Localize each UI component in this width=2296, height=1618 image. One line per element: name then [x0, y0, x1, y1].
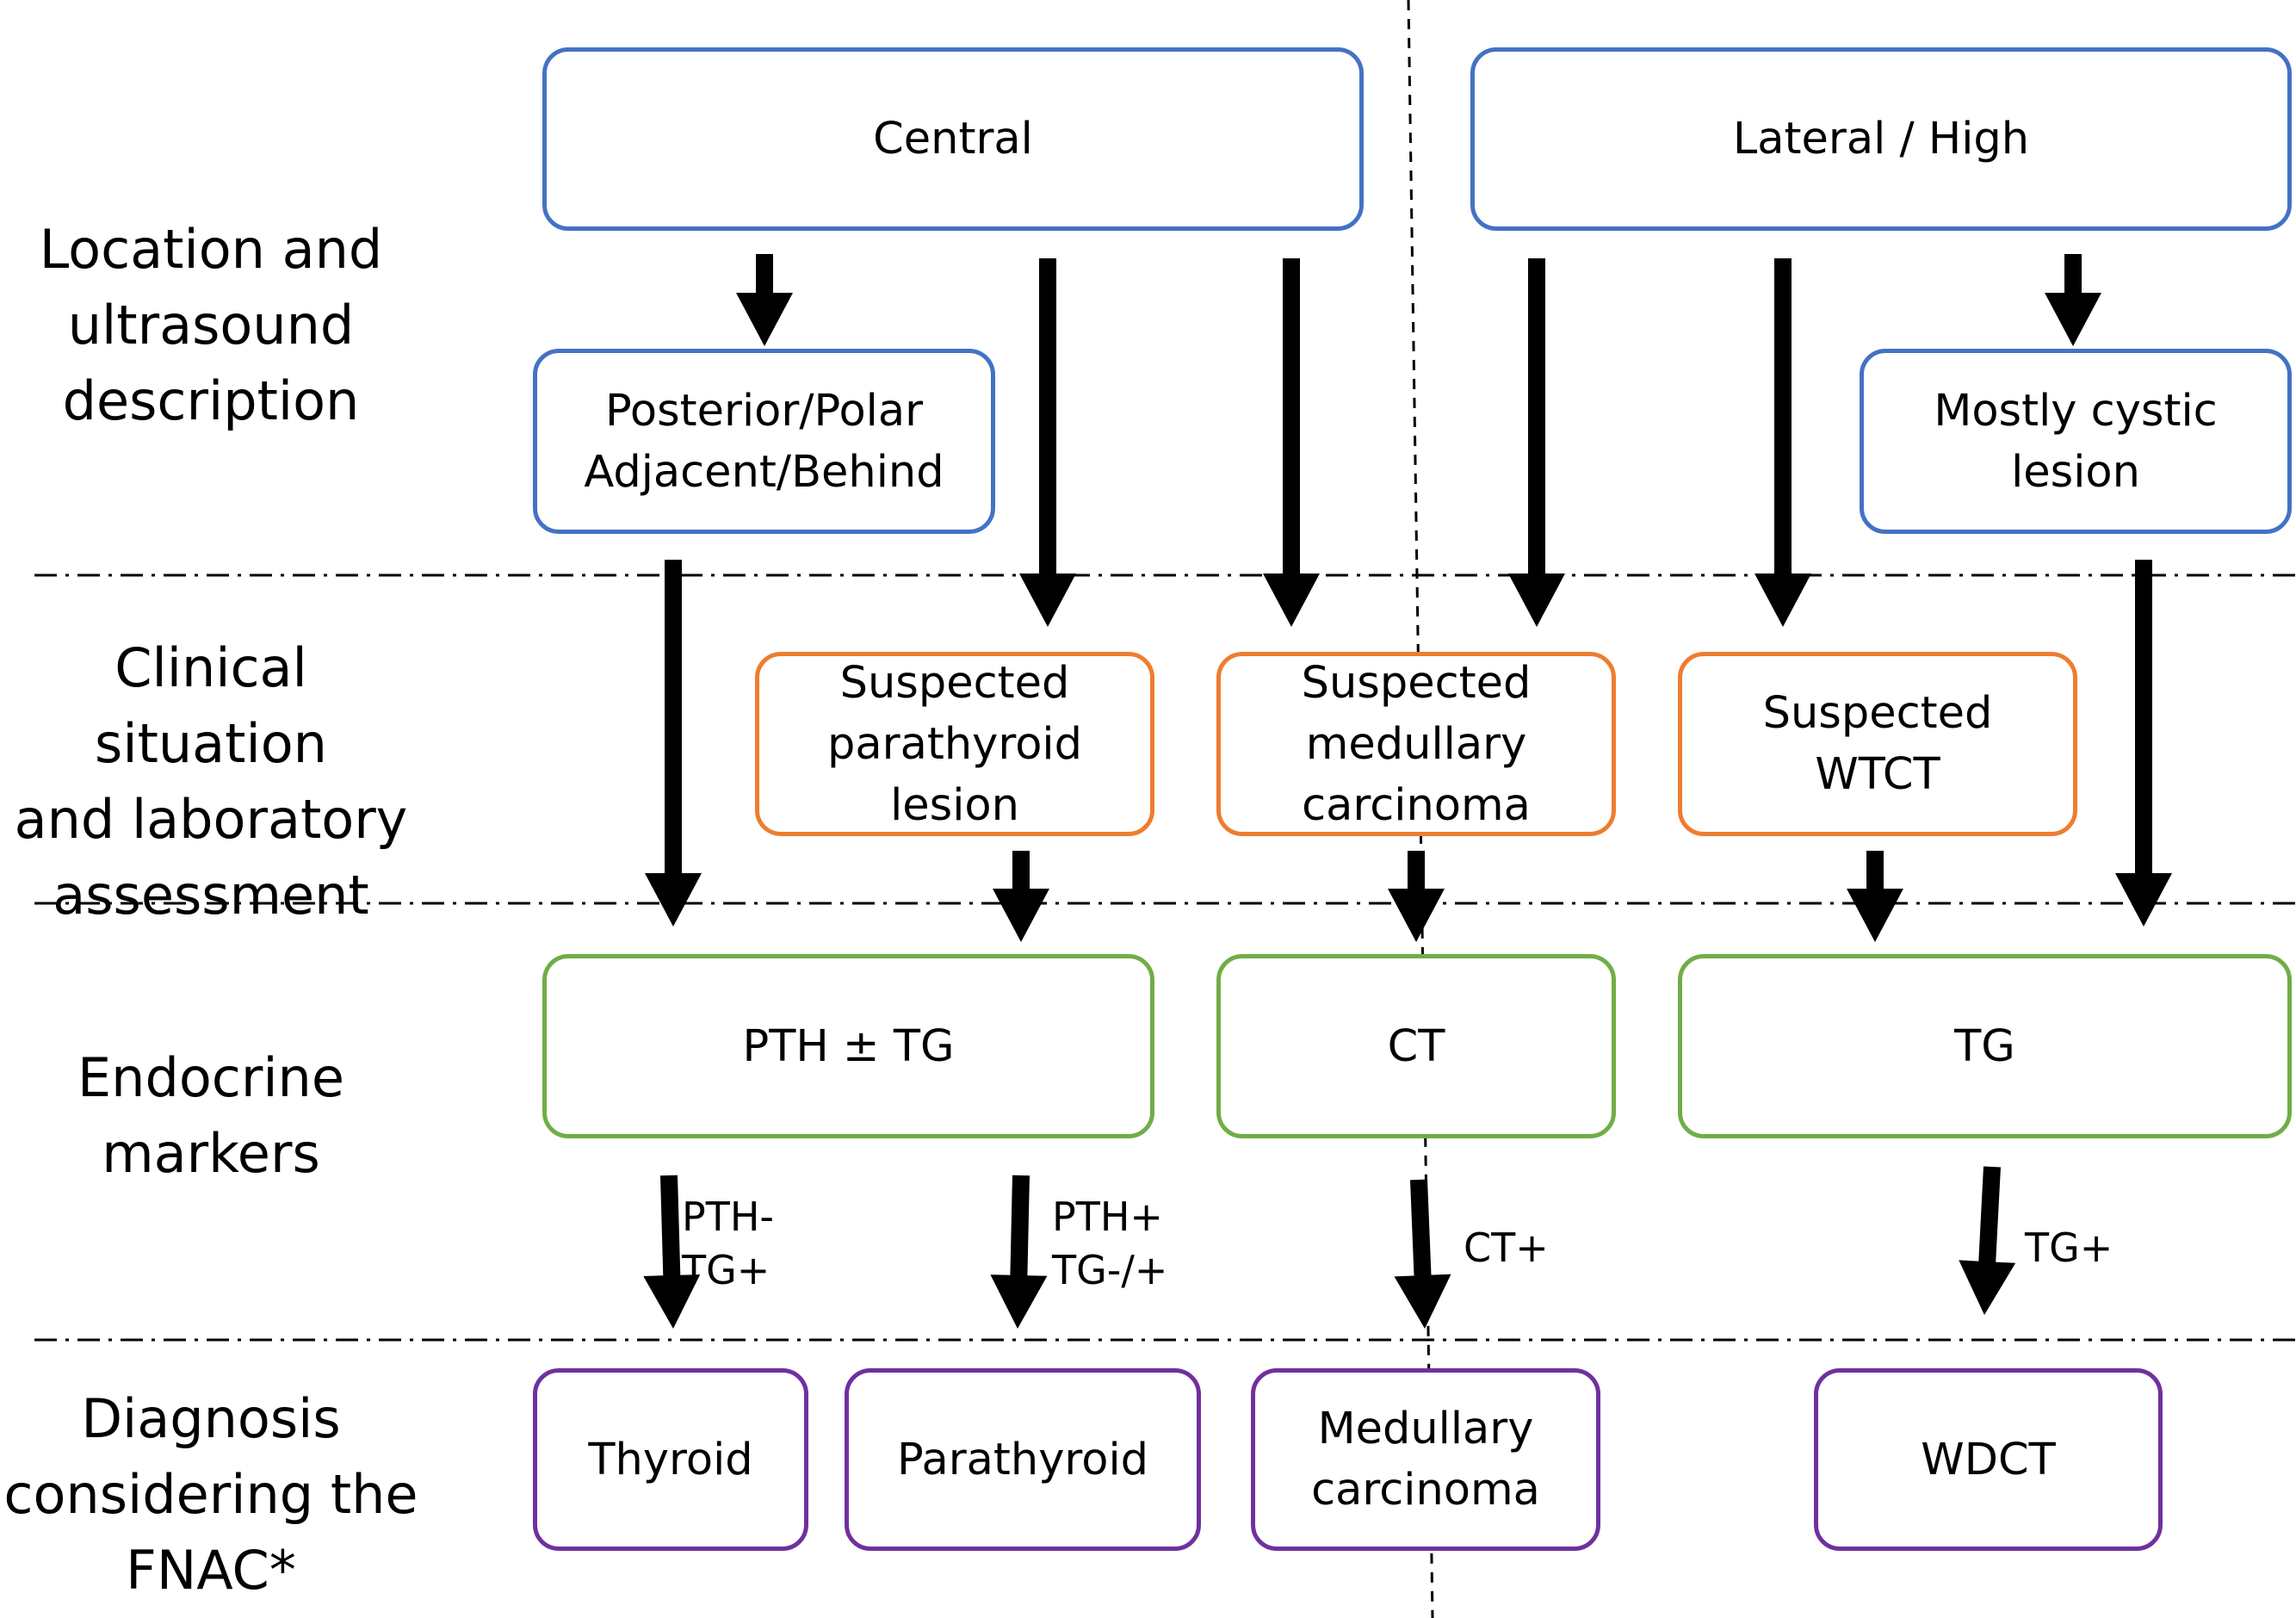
central-box: Central [542, 47, 1364, 231]
arrow-ct-to-medullary [1394, 1179, 1451, 1329]
vertical-divider [1407, 0, 1434, 1618]
arrow-lateral-to-cystic [2045, 254, 2101, 346]
arrow-medullary-to-ct [1388, 851, 1445, 942]
arrow-lateral-to-wtct [1754, 258, 1811, 627]
edge-label-pth-pos-tg: PTH+ TG-/+ [1052, 1193, 1168, 1293]
edge-label-tg-pos: TG+ [2025, 1224, 2113, 1271]
tg-box: TG [1678, 954, 2292, 1138]
arrow-lateral-to-medullary [1508, 258, 1565, 627]
row-label-location: Location and ultrasound description [39, 218, 383, 432]
arrow-cystic-to-tg [2115, 560, 2172, 927]
arrow-parathyroid-to-pth [993, 851, 1049, 942]
arrow-posterior-to-pth [645, 560, 702, 927]
arrow-pth-to-thyroid [643, 1175, 701, 1329]
arrow-pth-to-parathyroid [990, 1175, 1048, 1329]
ct-box: CT [1216, 954, 1616, 1138]
row-label-diagnosis: Diagnosis considering the FNAC* [3, 1387, 418, 1602]
arrow-central-to-parathyroid [1019, 258, 1076, 627]
row-label-clinical: Clinical situation and laboratory assess… [14, 636, 408, 927]
lateral-high-box: Lateral / High [1470, 47, 2292, 231]
suspected-parathyroid-box: Suspected parathyroid lesion [755, 652, 1154, 836]
posterior-polar-box: Posterior/Polar Adjacent/Behind [533, 349, 995, 534]
arrows [643, 254, 2172, 1329]
arrow-wtct-to-tg [1847, 851, 1903, 942]
suspected-medullary-box: Suspected medullary carcinoma [1216, 652, 1616, 836]
row-label-markers: Endocrine markers [77, 1046, 344, 1185]
arrow-central-to-posterior [736, 254, 793, 346]
pth-tg-box: PTH ± TG [542, 954, 1154, 1138]
arrow-tg-to-wdct [1959, 1166, 2016, 1315]
medullary-carcinoma-box: Medullary carcinoma [1251, 1368, 1600, 1551]
parathyroid-box: Parathyroid [845, 1368, 1201, 1551]
suspected-wtct-box: Suspected WTCT [1678, 652, 2077, 836]
edge-label-ct-pos: CT+ [1464, 1224, 1549, 1271]
thyroid-box: Thyroid [533, 1368, 808, 1551]
arrow-central-to-medullary [1263, 258, 1320, 627]
mostly-cystic-box: Mostly cystic lesion [1860, 349, 2292, 534]
wdct-box: WDCT [1814, 1368, 2163, 1551]
edge-label-pth-neg-tg-pos: PTH- TG+ [682, 1193, 775, 1293]
